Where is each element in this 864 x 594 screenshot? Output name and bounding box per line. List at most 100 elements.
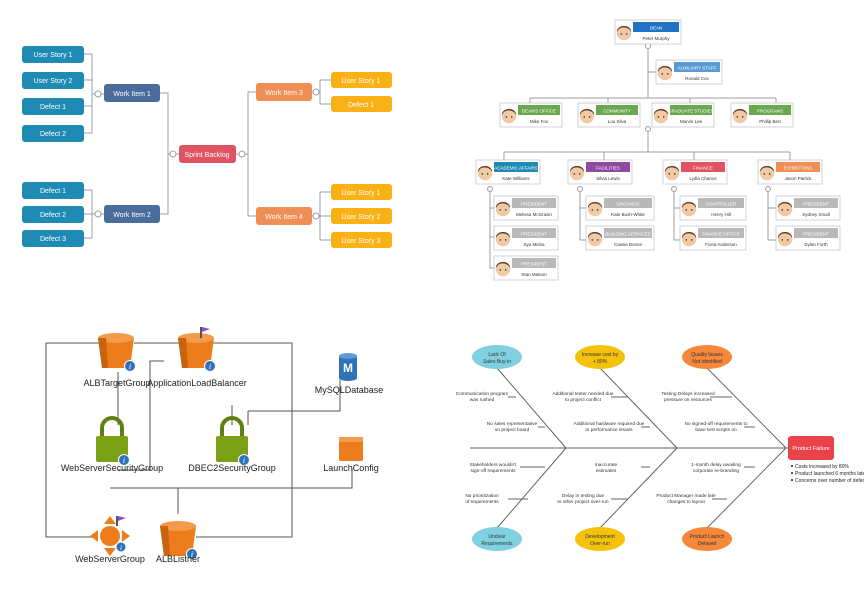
web-server-security-group-icon[interactable] — [94, 416, 132, 468]
sprint-backlog-node[interactable] — [179, 145, 236, 163]
card-name: Phillip Bert — [759, 119, 781, 124]
launch-config-icon[interactable] — [339, 437, 363, 461]
avatar — [495, 231, 511, 247]
web-server-security-group-label: WebServerSecurityGroup — [61, 463, 163, 473]
work-item-4-label: Work Item 4 — [265, 214, 303, 221]
card-name: Fiona Anderson — [705, 242, 737, 247]
product-failure-box[interactable] — [788, 436, 834, 460]
cause-text: Delay in testing due — [562, 493, 604, 499]
category-label: Unclear — [488, 534, 506, 540]
left-item-node[interactable] — [22, 98, 84, 115]
work-item-4-node[interactable] — [256, 207, 312, 225]
db-ec2-security-group-icon[interactable] — [214, 416, 252, 468]
mysql-database-icon[interactable]: M — [339, 353, 357, 381]
category-label: Increase cost by — [582, 352, 619, 358]
card-title-bar — [512, 198, 556, 208]
card-name: Jason Patrick — [784, 176, 812, 181]
alb-target-group-icon[interactable] — [97, 332, 136, 372]
left-item-label: Defect 1 — [40, 188, 66, 195]
right-item-node[interactable] — [331, 184, 392, 200]
left-item-label: Defect 2 — [40, 131, 66, 138]
cause-text: No signed-off requirements to — [684, 421, 747, 427]
org-card[interactable]: FINANCE OFFICE Fiona Anderson — [679, 225, 747, 251]
work-item-1-node[interactable] — [104, 84, 160, 102]
card-title: PRESIDENT — [803, 202, 829, 207]
category-label: Over-run — [590, 541, 610, 547]
avatar — [759, 165, 775, 181]
alb-listener-label: ALBListner — [156, 554, 200, 564]
work-item-2-node[interactable] — [104, 205, 160, 223]
right-item-node[interactable] — [331, 72, 392, 88]
avatar — [681, 201, 697, 217]
card-title: PRESIDENT — [521, 262, 547, 267]
product-failure-label: Product Failure — [792, 446, 829, 452]
avatar — [657, 65, 673, 81]
left-item-label: User Story 1 — [34, 52, 73, 59]
fishbone-category[interactable]: Increase cost by+ 80% — [575, 345, 625, 369]
right-item-node[interactable] — [331, 232, 392, 248]
cause-text: 1-month delay awaiting — [691, 462, 741, 468]
cause-text: Inaccurate — [595, 462, 618, 468]
cause-text: on project board — [495, 427, 530, 433]
category-ellipse — [682, 345, 732, 369]
avatar — [495, 261, 511, 277]
sprint-joints — [94, 88, 320, 220]
left-item-node[interactable] — [22, 206, 84, 223]
fishbone-bones — [470, 367, 788, 529]
svg-text:M: M — [343, 361, 353, 375]
card-title-bar — [586, 162, 630, 172]
avatar — [732, 108, 748, 124]
right-item-node[interactable] — [331, 96, 392, 112]
card-title: FINANCE OFFICE — [702, 232, 740, 237]
left-item-node[interactable] — [22, 125, 84, 142]
work-item-3-node[interactable] — [256, 83, 312, 101]
cause-text: Communication program — [456, 391, 509, 397]
left-item-node[interactable] — [22, 46, 84, 63]
web-server-group-icon[interactable]: i — [90, 516, 130, 556]
category-ellipse — [472, 345, 522, 369]
left-item-node[interactable] — [22, 230, 84, 247]
right-item-node[interactable] — [331, 208, 392, 224]
card-name: Lydia Chance — [689, 176, 717, 181]
avatar — [616, 25, 632, 41]
left-item-label: Defect 1 — [40, 104, 66, 111]
work-item-2-label: Work Item 2 — [113, 212, 151, 219]
category-label: Product Launch — [689, 534, 724, 540]
left-item-node[interactable] — [22, 182, 84, 199]
cause-text: sign-off requirements — [471, 468, 517, 474]
application-load-balancer-icon[interactable] — [177, 327, 216, 372]
alb-target-group-label: ALBTargetGroup — [83, 378, 150, 388]
category-ellipse — [472, 527, 522, 551]
left-item-node[interactable] — [22, 72, 84, 89]
card-name: Melissa McGrasin — [516, 212, 552, 217]
launch-config-label: LaunchConfig — [323, 463, 379, 473]
category-label: Requirements — [481, 541, 513, 547]
card-name: Lou Silva — [608, 119, 627, 124]
avatar — [579, 108, 595, 124]
